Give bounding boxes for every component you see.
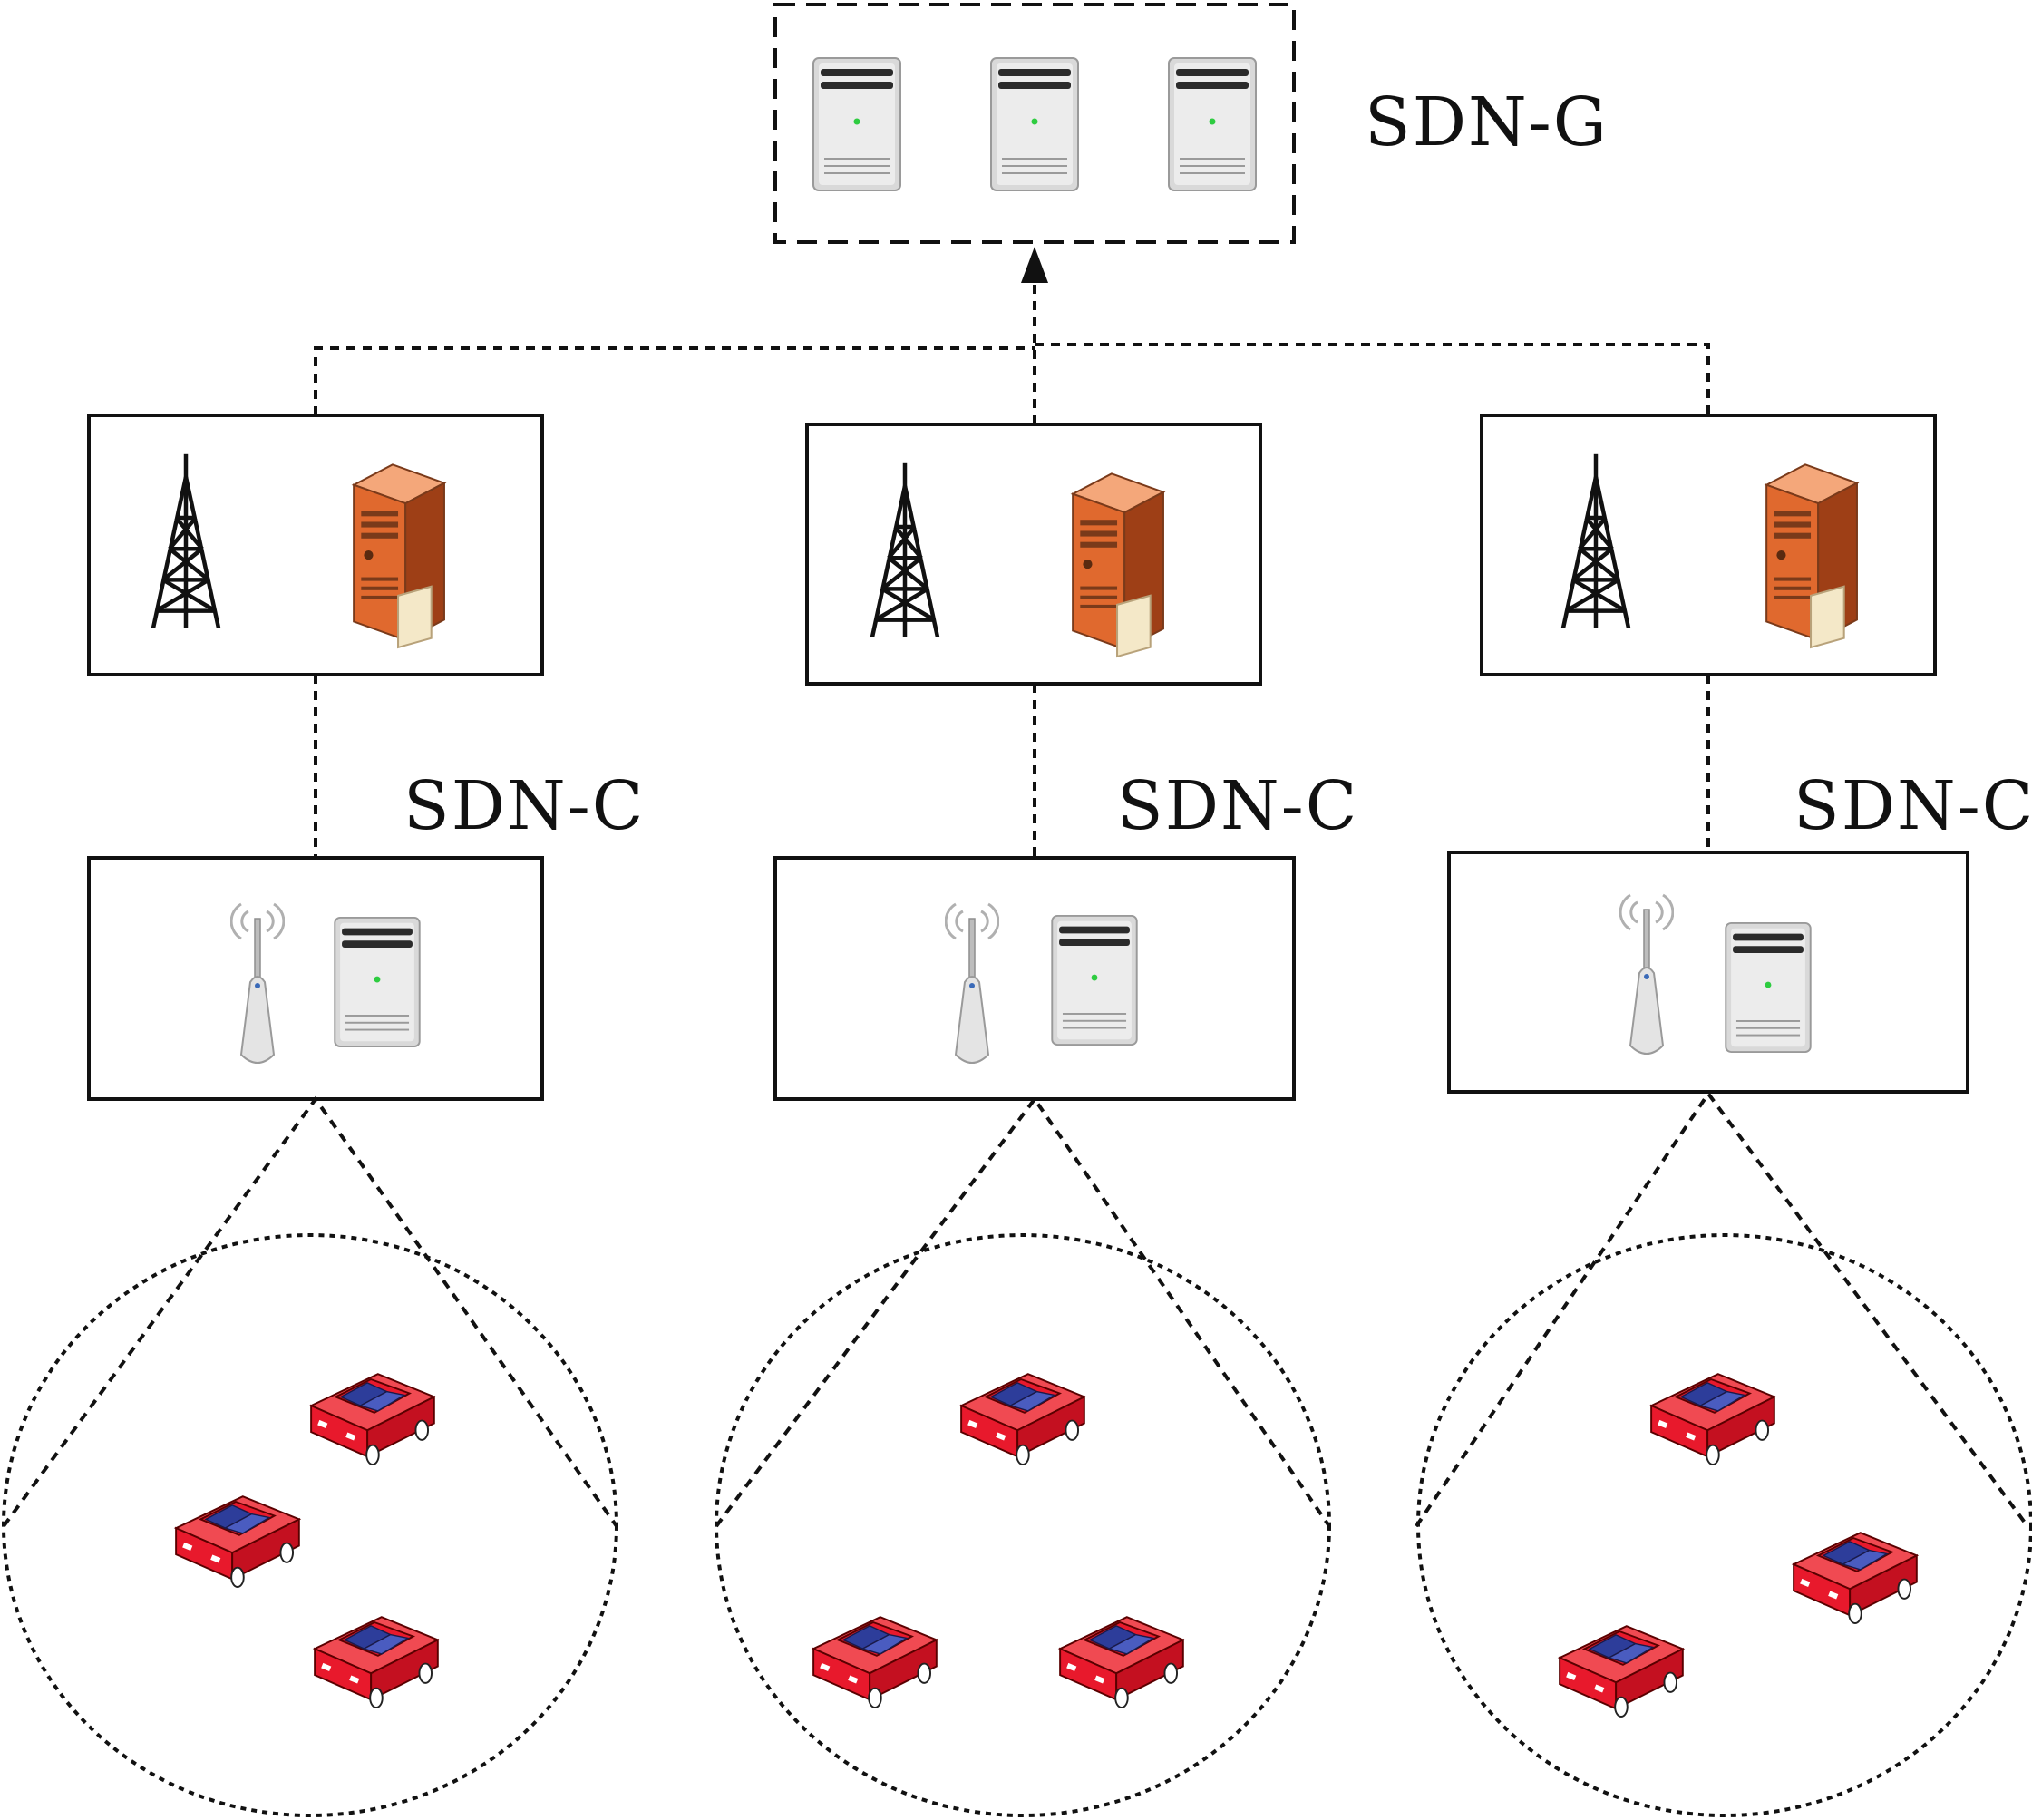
car-icon: [314, 1616, 439, 1708]
car-icon: [1559, 1625, 1684, 1718]
car-icon: [812, 1616, 938, 1708]
cluster-3: SDN-C: [1415, 414, 2032, 1817]
global-controller-label: SDN-G: [1365, 83, 1609, 161]
server-icon: [1051, 914, 1138, 1046]
server-icon: [334, 916, 421, 1048]
rsu-box: [87, 856, 544, 1101]
car-icon: [310, 1373, 435, 1465]
car-icon: [175, 1495, 300, 1588]
server-icon: [1725, 921, 1812, 1054]
car-icon: [1650, 1373, 1775, 1465]
uplink-trunk: [314, 343, 1710, 417]
cluster-controller-label: SDN-C: [1117, 767, 1358, 845]
sdn-c-box: [1480, 414, 1937, 676]
coverage-cell: [2, 1233, 618, 1817]
cluster-2: SDN-C: [715, 423, 1358, 1817]
server-icon: [1168, 57, 1257, 191]
cluster-controller-label: SDN-C: [1794, 767, 2032, 845]
server-icon: [990, 57, 1079, 191]
car-icon: [960, 1373, 1085, 1465]
coverage-cone: [2, 1095, 618, 1528]
orange-server-icon: [1072, 472, 1165, 658]
server-icon: [812, 57, 901, 191]
sdn-c-box: [805, 423, 1262, 686]
global-controller-group: SDN-G: [773, 3, 1609, 244]
orange-server-icon: [1765, 463, 1859, 649]
rsu-box: [1447, 851, 1969, 1094]
car-icon: [1793, 1532, 1918, 1624]
sdn-c-box: [87, 414, 544, 676]
cluster-1: SDN-C: [2, 414, 645, 1817]
orange-server-icon: [353, 463, 446, 649]
uplink-arrow: [1021, 247, 1048, 424]
coverage-cone: [1415, 1090, 2029, 1528]
rsu-box: [773, 856, 1296, 1101]
car-icon: [1059, 1616, 1184, 1708]
coverage-cell: [715, 1233, 1331, 1817]
cluster-controller-label: SDN-C: [403, 767, 645, 845]
coverage-cell: [1416, 1233, 2032, 1817]
